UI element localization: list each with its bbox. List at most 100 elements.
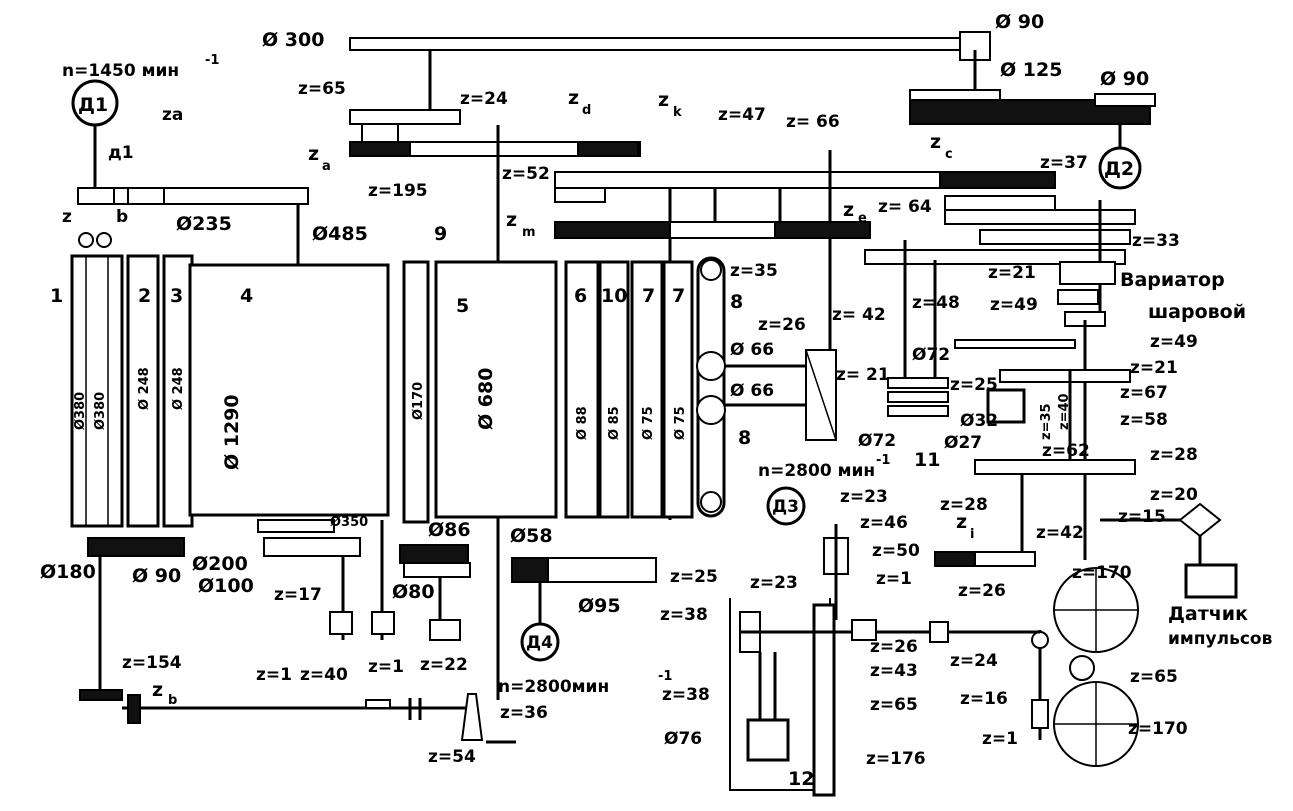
worm-gear-z50 — [823, 524, 849, 620]
lower-left-drive — [87, 519, 657, 690]
gear-train-upper-left — [349, 109, 641, 700]
motor-d2-icon — [1098, 146, 1142, 190]
label-d86: Ø86 — [428, 519, 471, 541]
label-z170-b: z=170 — [1128, 719, 1188, 739]
label-d85: Ø 85 — [607, 406, 622, 440]
label-num2: 2 — [138, 285, 151, 307]
label-z1-b: z=1 — [256, 665, 292, 685]
label-z-d-sub: d — [582, 103, 591, 118]
label-d248b: Ø 248 — [171, 367, 186, 410]
label-z38-b: z=38 — [662, 685, 710, 705]
gear-train-zi — [934, 474, 1238, 599]
label-z58: z=58 — [1120, 410, 1168, 430]
drum-5 — [434, 260, 558, 519]
label-num8b: 8 — [738, 427, 751, 449]
label-z40-b: z=40 — [300, 665, 348, 685]
label-num8a: 8 — [730, 291, 743, 313]
drum-6 — [564, 260, 600, 519]
label-d72-a: Ø72 — [912, 345, 950, 365]
label-num11: 11 — [914, 449, 940, 471]
label-variator2: шаровой — [1148, 301, 1246, 323]
label-sensor2: импульсов — [1168, 629, 1273, 649]
large-gears — [1053, 567, 1139, 767]
label-z28-b: z=28 — [940, 495, 988, 515]
label-d3-motor: Д3 — [772, 497, 799, 517]
label-variator1: Вариатор — [1120, 269, 1225, 291]
label-z-k: z — [658, 89, 669, 111]
label-z-e: z — [843, 199, 854, 221]
label-z15: z=15 — [1118, 507, 1166, 527]
label-z26-a: z=26 — [758, 315, 806, 335]
drum-group-right — [564, 260, 694, 519]
label-z22: z=22 — [420, 655, 468, 675]
label-d485: Ø485 — [312, 223, 368, 245]
label-d170: Ø170 — [411, 382, 426, 420]
label-n1450: n=1450 мин — [62, 61, 179, 81]
label-z1-c: z=1 — [368, 657, 404, 677]
drum-group-left — [70, 254, 194, 528]
label-z52: z=52 — [502, 164, 550, 184]
label-z20: z=20 — [1150, 485, 1198, 505]
label-z170-a: z=170 — [1072, 563, 1132, 583]
label-z154: z=154 — [122, 653, 182, 673]
label-z36: z=36 — [500, 703, 548, 723]
label-z24-top: z=24 — [460, 89, 508, 109]
label-z65-c: z=65 — [1130, 667, 1178, 687]
label-d75a: Ø 75 — [641, 406, 656, 440]
left-belt-drive — [77, 187, 309, 265]
label-sensor1: Датчик — [1168, 603, 1248, 625]
label-d680: Ø 680 — [475, 368, 497, 430]
label-z-c-sub: c — [945, 147, 953, 162]
label-z-i-sub: i — [970, 527, 974, 542]
label-z-c: z — [930, 131, 941, 153]
drum-3 — [162, 254, 194, 528]
label-d1-motor: Д1 — [78, 94, 108, 116]
label-z-k-sub: k — [673, 105, 682, 120]
label-n2800-b-exp: -1 — [658, 669, 672, 684]
label-z42-b: z=42 — [1036, 523, 1084, 543]
label-z35: z=35 — [730, 261, 778, 281]
label-z-left: z — [62, 207, 72, 227]
label-num4: 4 — [240, 285, 253, 307]
label-num6: 6 — [574, 285, 587, 307]
label-num3: 3 — [170, 285, 183, 307]
label-z21-b: z=21 — [1130, 358, 1178, 378]
label-d58: Ø58 — [510, 525, 553, 547]
label-d200: Ø200 — [192, 553, 248, 575]
label-z48: z=48 — [912, 293, 960, 313]
label-z65-b: z=65 — [870, 695, 918, 715]
label-z66: z= 66 — [786, 112, 840, 132]
label-z49-a: z=49 — [990, 295, 1038, 315]
label-d88: Ø 88 — [575, 406, 590, 440]
motor-d3-icon — [766, 486, 806, 526]
gear-z65-c — [1069, 655, 1095, 681]
label-d380a: Ø380 — [73, 392, 88, 430]
label-z-m-sub: m — [522, 225, 536, 240]
label-d180: Ø180 — [40, 561, 96, 583]
label-z-m: z — [506, 209, 517, 231]
gear-train-middle — [554, 150, 1136, 520]
label-z-b-left: b — [116, 207, 128, 227]
label-z25-a: z=25 — [950, 375, 998, 395]
label-z35-b: z=35 — [1039, 403, 1054, 440]
chain-drive-8 — [696, 256, 810, 518]
label-z49-b: z=49 — [1150, 332, 1198, 352]
label-d90-bottom: Ø 90 — [132, 565, 181, 587]
bottom-shaft — [79, 689, 516, 744]
label-num7b: 7 — [672, 285, 685, 307]
label-d76: Ø76 — [664, 729, 702, 749]
label-z47: z=47 — [718, 105, 766, 125]
label-z21-a: z=21 — [988, 263, 1036, 283]
label-z26-b: z=26 — [958, 581, 1006, 601]
label-z25-b: z=25 — [670, 567, 718, 587]
label-d72-b: Ø72 — [858, 431, 896, 451]
label-n2800-a-exp: -1 — [876, 453, 890, 468]
label-z26-c: z=26 — [870, 637, 918, 657]
drum-7a — [630, 260, 664, 519]
label-z54: z=54 — [428, 747, 476, 767]
top-belt-drive — [349, 31, 1156, 150]
label-d90-top: Ø 90 — [995, 11, 1044, 33]
label-d90-right: Ø 90 — [1100, 68, 1149, 90]
cylinder-d76 — [746, 718, 790, 762]
